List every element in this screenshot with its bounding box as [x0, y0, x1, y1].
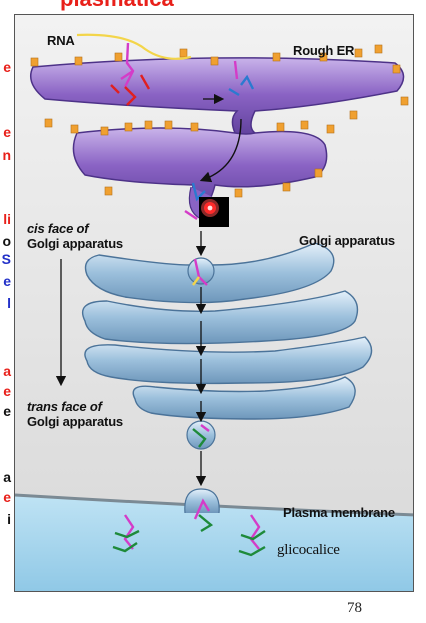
- plasma-membrane-label: Plasma membrane: [283, 505, 395, 520]
- left-fragment-text: e: [3, 273, 11, 289]
- left-fragment-text: l: [7, 295, 11, 311]
- laser-pointer-icon: [201, 199, 219, 217]
- left-fragment-text: n: [2, 147, 11, 163]
- left-fragment-text: e: [3, 383, 11, 399]
- left-fragment-text: e: [3, 124, 11, 140]
- secretory-vesicle: [184, 488, 220, 533]
- slide-title-fragment: plasmatica: [60, 0, 174, 12]
- glicocalice-label: glicocalice: [277, 542, 340, 558]
- pointer-cursor: [199, 197, 229, 227]
- left-fragment-text: e: [3, 59, 11, 75]
- ribosomes: [30, 44, 409, 198]
- rough-er-label: Rough ER: [293, 43, 355, 58]
- cis-vesicle: [187, 257, 215, 286]
- nascent-protein: [110, 42, 255, 106]
- left-fragment-text: e: [3, 489, 11, 505]
- rna-label: RNA: [47, 33, 75, 48]
- glycocalyx-molecules: [112, 514, 266, 557]
- left-fragment-text: i: [7, 511, 11, 527]
- cis-face-label-line1: cis face of: [27, 221, 89, 236]
- cis-face-label-line2: Golgi apparatus: [27, 236, 123, 251]
- rough-er-lower: [72, 127, 328, 212]
- diagram-artwork: [15, 33, 413, 591]
- trans-face-label-line1: trans face of: [27, 399, 102, 414]
- left-fragment-text: o: [2, 233, 11, 249]
- left-fragment-text: a: [3, 469, 11, 485]
- golgi-cisternae: [81, 242, 373, 420]
- golgi-apparatus-label: Golgi apparatus: [299, 233, 395, 248]
- left-fragment-text: li: [3, 211, 11, 227]
- protein-secretion-diagram: RNA Rough ER cis face of Golgi apparatus…: [14, 14, 414, 592]
- left-fragment-text: S: [1, 251, 11, 267]
- left-fragment-text: a: [3, 363, 11, 379]
- left-fragment-text: e: [3, 403, 11, 419]
- page-number: 78: [347, 600, 362, 616]
- trans-vesicle: [186, 420, 216, 450]
- plasma-membrane: [15, 495, 413, 591]
- trans-face-label-line2: Golgi apparatus: [27, 414, 123, 429]
- rna-strand: [76, 33, 192, 60]
